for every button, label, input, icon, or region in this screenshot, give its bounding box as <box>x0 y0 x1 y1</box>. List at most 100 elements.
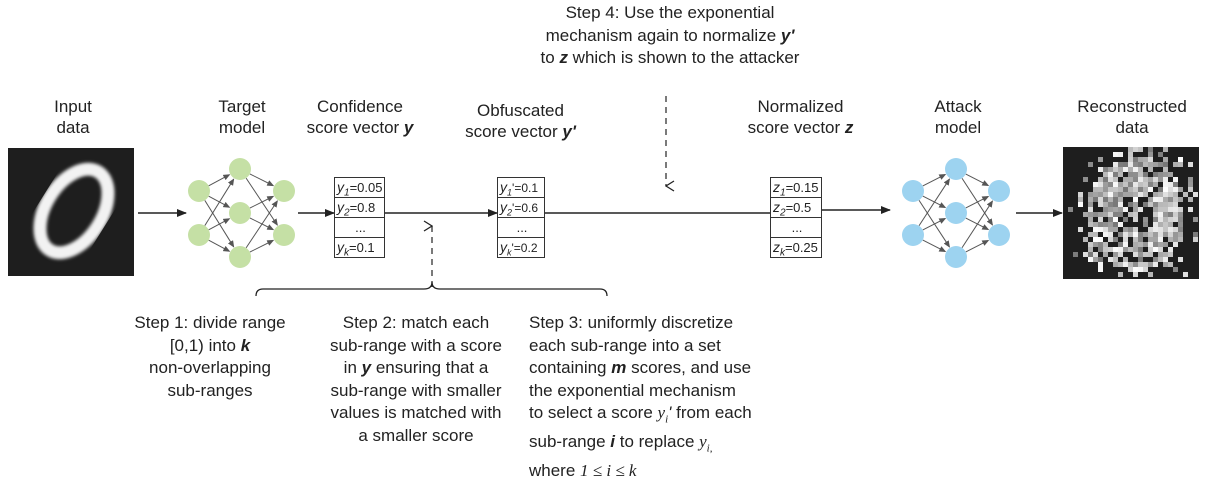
noise-pixel <box>1188 182 1193 187</box>
noise-pixel <box>1128 147 1133 152</box>
noise-pixel <box>1108 197 1113 202</box>
network-edge <box>918 178 950 227</box>
noise-pixel <box>1153 212 1158 217</box>
network-edge <box>208 239 231 252</box>
noise-pixel <box>1163 167 1168 172</box>
noise-pixel <box>1133 272 1138 277</box>
noise-pixel <box>1168 212 1173 217</box>
noise-pixel <box>1123 232 1128 237</box>
noise-pixel <box>1113 212 1118 217</box>
vector-cell: z1=0.15 <box>771 178 821 199</box>
noise-pixel <box>1193 217 1198 222</box>
noise-pixel <box>1133 182 1138 187</box>
noise-pixel <box>1163 197 1168 202</box>
noise-pixel <box>1098 202 1103 207</box>
noise-pixel <box>1118 172 1123 177</box>
noise-pixel <box>1153 247 1158 252</box>
noise-pixel <box>1158 187 1163 192</box>
noise-pixel <box>1153 237 1158 242</box>
noise-pixel <box>1108 247 1113 252</box>
noise-pixel <box>1123 187 1128 192</box>
noise-pixel <box>1158 172 1163 177</box>
noise-pixel <box>1103 192 1108 197</box>
noise-pixel <box>1178 187 1183 192</box>
noise-pixel <box>1093 242 1098 247</box>
noise-pixel <box>1133 242 1138 247</box>
noise-pixel <box>1173 202 1178 207</box>
noise-pixel <box>1098 177 1103 182</box>
noise-pixel <box>1163 162 1168 167</box>
noise-pixel <box>1153 202 1158 207</box>
noise-pixel <box>1163 192 1168 197</box>
noise-pixel <box>1108 222 1113 227</box>
noise-pixel <box>1148 242 1153 247</box>
noise-pixel <box>1098 242 1103 247</box>
noise-pixel <box>1168 182 1173 187</box>
noise-pixel <box>1163 172 1168 177</box>
noise-pixel <box>1143 182 1148 187</box>
noise-pixel <box>1143 222 1148 227</box>
noise-pixel <box>1103 242 1108 247</box>
noise-pixel <box>1158 197 1163 202</box>
noise-pixel <box>1173 227 1178 232</box>
noise-pixel <box>1088 202 1093 207</box>
network-edge <box>249 195 275 209</box>
noise-pixel <box>1118 212 1123 217</box>
network-node <box>273 224 295 246</box>
noise-pixel <box>1168 252 1173 257</box>
noise-pixel <box>1103 247 1108 252</box>
noise-pixel <box>1158 212 1163 217</box>
noise-pixel <box>1143 162 1148 167</box>
noise-pixel <box>1113 257 1118 262</box>
noise-pixel <box>1153 257 1158 262</box>
noise-pixel <box>1098 267 1103 272</box>
noise-pixel <box>1088 252 1093 257</box>
network-node <box>945 202 967 224</box>
reconstructed-image <box>1063 147 1199 279</box>
noise-pixel <box>1188 207 1193 212</box>
noise-pixel <box>1163 202 1168 207</box>
noise-pixel <box>1173 217 1178 222</box>
step3-text: Step 3: uniformly discretize each sub-ra… <box>529 313 752 478</box>
noise-pixel <box>1098 182 1103 187</box>
noise-pixel <box>1108 192 1113 197</box>
noise-pixel <box>1173 212 1178 217</box>
noise-pixel <box>1098 222 1103 227</box>
steps-brace <box>255 281 608 297</box>
noise-pixel <box>1173 267 1178 272</box>
noise-pixel <box>1093 192 1098 197</box>
noise-pixel <box>1103 197 1108 202</box>
input-digit-image <box>8 148 134 276</box>
noise-pixel <box>1148 232 1153 237</box>
noise-pixel <box>1118 232 1123 237</box>
confidence-score-vector: y1=0.05 y2=0.8 ... yk=0.1 <box>334 177 385 259</box>
vector-cell: y2=0.8 <box>335 198 384 219</box>
noise-pixel <box>1093 197 1098 202</box>
target-model-network <box>188 158 295 268</box>
noise-pixel <box>1163 182 1168 187</box>
noise-pixel <box>1103 207 1108 212</box>
noise-pixel <box>1128 202 1133 207</box>
network-node <box>988 224 1010 246</box>
noise-pixel <box>1173 197 1178 202</box>
noise-pixel <box>1158 247 1163 252</box>
noise-pixel <box>1118 202 1123 207</box>
noise-pixel <box>1193 237 1198 242</box>
noise-pixel <box>1098 157 1103 162</box>
noise-pixel <box>1103 232 1108 237</box>
noise-pixel <box>1123 247 1128 252</box>
noise-pixel <box>1118 187 1123 192</box>
noise-pixel <box>1118 252 1123 257</box>
noise-pixel <box>1148 182 1153 187</box>
noise-pixel <box>1088 192 1093 197</box>
noise-pixel <box>1148 262 1153 267</box>
noise-pixel <box>1108 172 1113 177</box>
network-node <box>229 246 251 268</box>
noise-pixel <box>1133 147 1138 152</box>
noise-pixel <box>1088 242 1093 247</box>
noise-pixel <box>1113 237 1118 242</box>
noise-pixel <box>1168 262 1173 267</box>
noise-pixel <box>1128 262 1133 267</box>
vector-cell: z2=0.5 <box>771 198 821 219</box>
noise-pixel <box>1163 262 1168 267</box>
